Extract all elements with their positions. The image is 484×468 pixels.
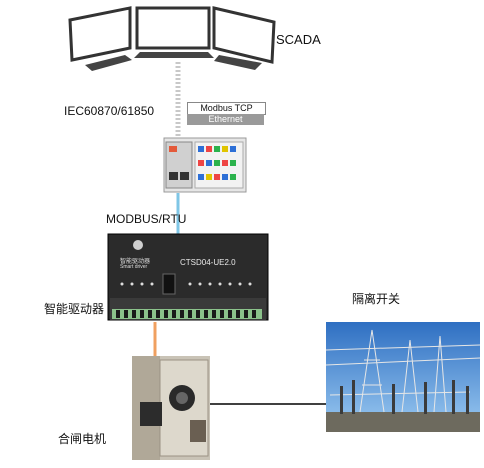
driver-panel-subtitle-en: Smart driver <box>120 264 148 270</box>
modbus-rtu-label: MODBUS/RTU <box>106 212 187 226</box>
controller-device <box>163 137 247 193</box>
closing-motor-photo <box>132 356 210 460</box>
scada-label: SCADA <box>276 32 321 47</box>
closing-motor-label: 合闸电机 <box>58 432 107 446</box>
smart-driver-device <box>107 233 269 321</box>
isolator-switch-label: 隔离开关 <box>352 292 401 306</box>
scada-monitors <box>68 6 276 71</box>
isolator-switch-photo <box>325 322 481 432</box>
driver-model-text: CTSD04-UE2.0 <box>180 258 236 267</box>
ethernet-badge: Ethernet <box>187 114 264 125</box>
iec-protocol-label: IEC60870/61850 <box>64 104 155 118</box>
smart-driver-label: 智能驱动器 <box>44 302 105 316</box>
driver-panel-subtitle: 智能驱动器 <box>120 259 151 265</box>
